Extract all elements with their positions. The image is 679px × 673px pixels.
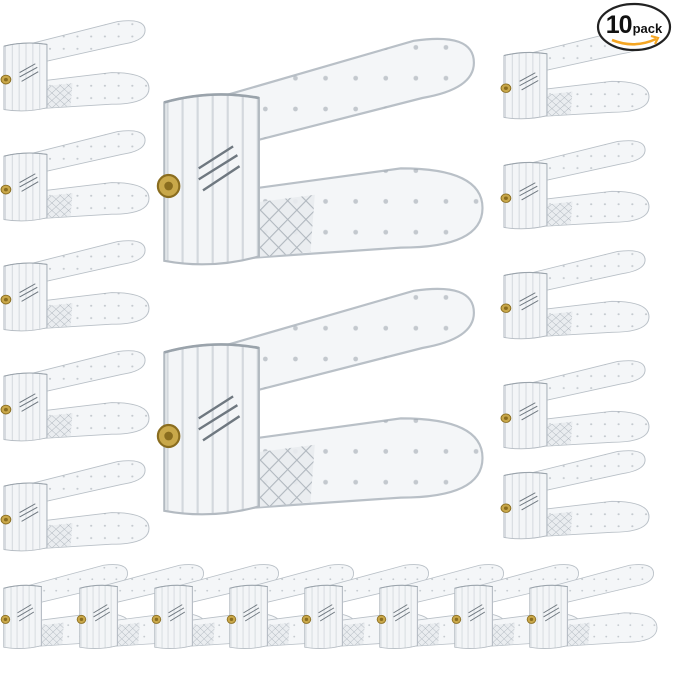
shoe-slot-left-2	[0, 130, 150, 222]
pack-badge: 10pack	[596, 2, 672, 52]
shoe-slot-right-5	[500, 450, 650, 540]
smile-arrow-icon	[611, 37, 657, 46]
pack-badge-text: 10pack	[596, 11, 672, 40]
pack-badge-ring	[596, 2, 672, 52]
pack-count: 10	[605, 11, 633, 39]
pack-unit: pack	[632, 21, 663, 36]
shoe-slot-right-4	[500, 360, 650, 450]
shoe-slot-hero-bottom	[156, 287, 484, 516]
shoe-slot-right-2	[500, 140, 650, 230]
shoe-slot-right-3	[500, 250, 650, 340]
shoe-slot-hero-top	[156, 37, 484, 266]
shoe-slot-left-1	[0, 20, 150, 112]
shoe-slot-left-4	[0, 350, 150, 442]
shoe-slot-left-5	[0, 460, 150, 552]
shoe-slot-left-3	[0, 240, 150, 332]
